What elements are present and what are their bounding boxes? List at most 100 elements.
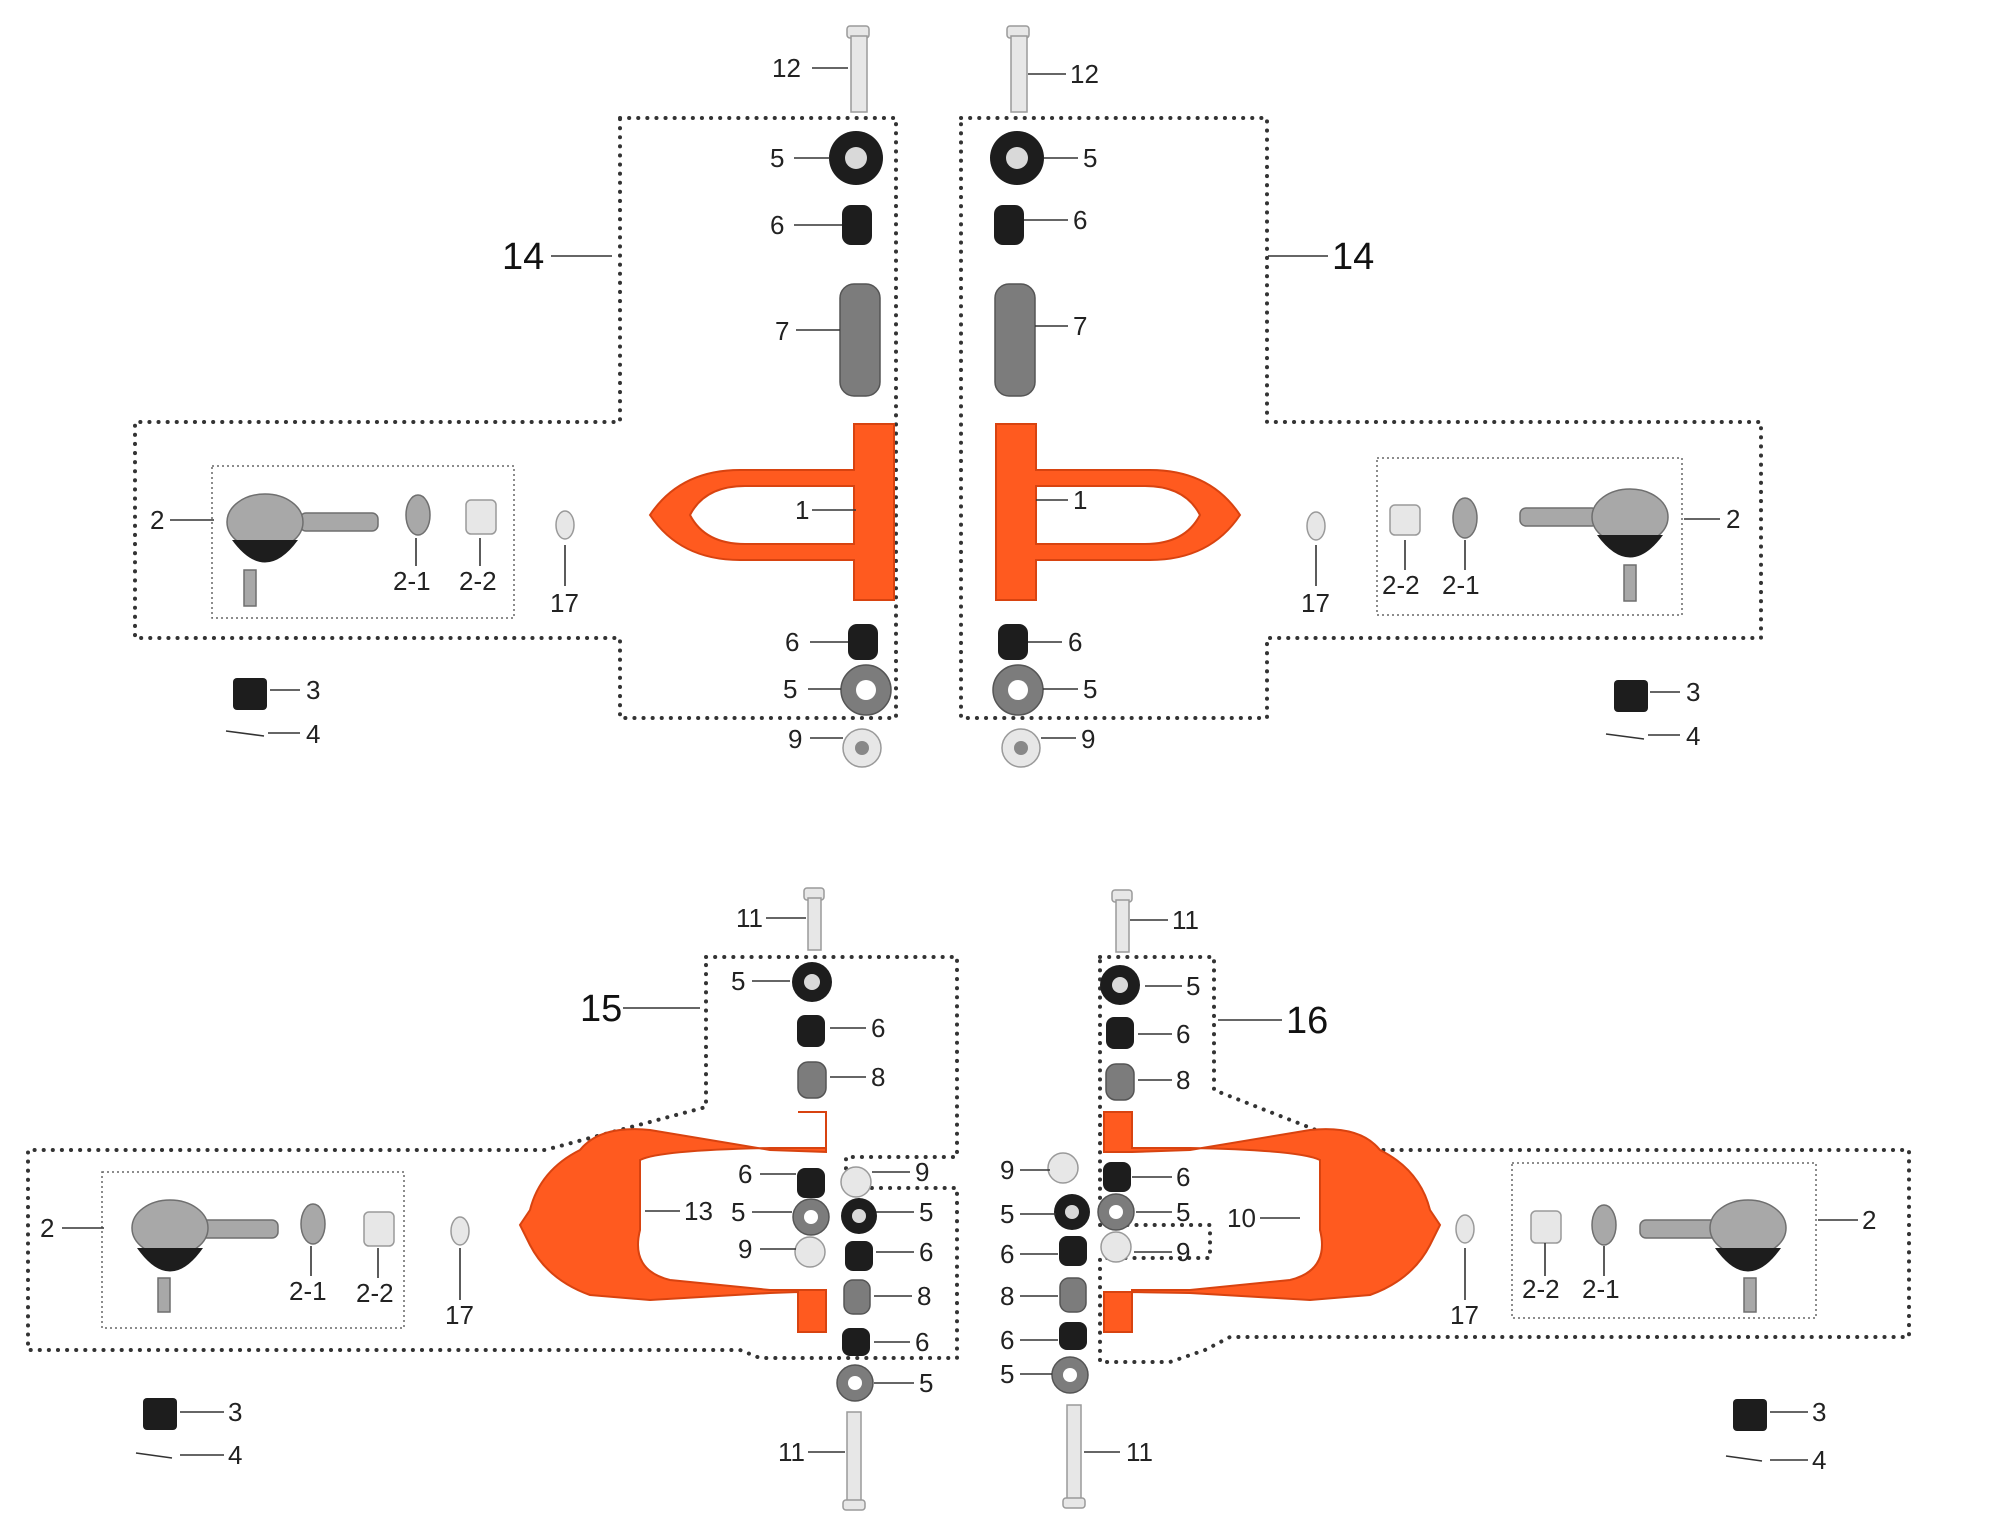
callout-17: 17 (445, 1300, 474, 1330)
callout-8: 8 (1176, 1065, 1190, 1095)
flange-nut-icon (1389, 504, 1421, 536)
washer-icon (1452, 497, 1478, 539)
bushing-icon (1059, 1322, 1087, 1350)
kit-outline-14-right (959, 116, 1763, 720)
bushing-icon (994, 205, 1024, 245)
sleeve-icon (994, 283, 1036, 397)
callout-2-1: 2-1 (1442, 570, 1480, 600)
callout-3: 3 (306, 675, 320, 705)
bolt-icon (1111, 889, 1133, 953)
callout-11: 11 (1172, 905, 1199, 935)
callout-labels: 12 5 6 14 7 1 2 2-1 2-2 17 6 5 9 3 4 12 … (40, 53, 1876, 1475)
callout-6: 6 (1000, 1239, 1014, 1269)
bushing-icon (797, 1168, 825, 1198)
callout-5: 5 (1000, 1359, 1014, 1389)
callout-12: 12 (1070, 59, 1099, 89)
bolt-icon (846, 25, 870, 113)
lock-nut-icon (1047, 1152, 1079, 1184)
callout-14: 14 (502, 236, 544, 278)
clip-icon (1306, 511, 1326, 541)
callout-4: 4 (1686, 721, 1700, 751)
cotter-pin-icon (225, 730, 265, 737)
callout-5: 5 (919, 1197, 933, 1227)
callout-5: 5 (770, 143, 784, 173)
sleeve-icon (1059, 1277, 1087, 1313)
bushing-icon (842, 1328, 870, 1356)
washer-icon (405, 494, 431, 536)
callout-2-1: 2-1 (1582, 1274, 1620, 1304)
callout-2: 2 (40, 1213, 54, 1243)
bushing-icon (1059, 1236, 1087, 1266)
callout-6: 6 (738, 1159, 752, 1189)
callout-2: 2 (150, 505, 164, 535)
callout-11: 11 (736, 903, 763, 933)
sleeve-icon (797, 1061, 827, 1099)
callout-8: 8 (917, 1281, 931, 1311)
callout-2-2: 2-2 (459, 566, 497, 596)
callout-9: 9 (1081, 724, 1095, 754)
callout-9: 9 (1176, 1237, 1190, 1267)
bushing-icon (998, 624, 1028, 660)
ball-joint-icon (226, 493, 379, 607)
upper-arm-assembly-left (133, 25, 898, 768)
callout-7: 7 (775, 316, 789, 346)
castle-nut-icon (143, 1398, 177, 1430)
cotter-pin-icon (1605, 733, 1645, 740)
callout-6: 6 (1068, 627, 1082, 657)
callout-16: 16 (1286, 1000, 1328, 1042)
lock-nut-icon (1100, 1231, 1132, 1263)
callout-5: 5 (1000, 1199, 1014, 1229)
callout-9: 9 (1000, 1155, 1014, 1185)
bolt-icon (803, 887, 825, 951)
callout-2-1: 2-1 (393, 566, 431, 596)
lower-a-arm-left-icon (518, 1111, 827, 1333)
lower-arm-assembly-left (26, 887, 959, 1511)
bolt-icon (1006, 25, 1030, 113)
kit-outline-14-left (133, 116, 898, 720)
bushing-icon (1106, 1017, 1134, 1049)
callout-10: 10 (1227, 1203, 1256, 1233)
lower-a-arm-right-icon (1103, 1111, 1442, 1333)
clip-icon (1455, 1214, 1475, 1244)
sleeve-icon (839, 283, 881, 397)
cotter-pin-icon (135, 1452, 173, 1459)
callout-3: 3 (228, 1397, 242, 1427)
callout-3: 3 (1686, 677, 1700, 707)
callout-2-1: 2-1 (289, 1276, 327, 1306)
callout-5: 5 (1083, 674, 1097, 704)
callout-6: 6 (785, 627, 799, 657)
callout-2-2: 2-2 (1382, 570, 1420, 600)
callout-4: 4 (1812, 1445, 1826, 1475)
callout-4: 4 (228, 1440, 242, 1470)
kit-outline-16 (1098, 955, 1911, 1364)
callout-5: 5 (1186, 971, 1200, 1001)
callout-1: 1 (795, 495, 809, 525)
washer-icon (1591, 1204, 1617, 1246)
lower-arm-assembly-right (1047, 889, 1911, 1509)
callout-2: 2 (1862, 1205, 1876, 1235)
callout-8: 8 (871, 1062, 885, 1092)
bolt-icon (1062, 1404, 1086, 1509)
ball-joint-icon (1519, 488, 1669, 602)
flange-nut-icon (1530, 1210, 1562, 1244)
callout-11: 11 (778, 1437, 805, 1467)
callout-6: 6 (1000, 1325, 1014, 1355)
callout-11: 11 (1126, 1437, 1153, 1467)
bolt-icon (842, 1411, 866, 1511)
castle-nut-icon (233, 678, 267, 710)
callout-6: 6 (915, 1327, 929, 1357)
bushing-icon (842, 205, 872, 245)
washer-icon (300, 1203, 326, 1245)
callout-9: 9 (788, 724, 802, 754)
flange-nut-icon (465, 499, 497, 535)
cotter-pin-icon (1725, 1455, 1763, 1462)
lock-nut-icon (794, 1236, 826, 1268)
ball-joint-icon (1639, 1199, 1787, 1313)
upper-a-arm-right-icon (995, 423, 1242, 601)
callout-6: 6 (919, 1237, 933, 1267)
ball-joint-box-right-lower (1511, 1162, 1817, 1319)
callout-6: 6 (1176, 1162, 1190, 1192)
callout-6: 6 (770, 210, 784, 240)
upper-a-arm-left-icon (648, 423, 895, 601)
